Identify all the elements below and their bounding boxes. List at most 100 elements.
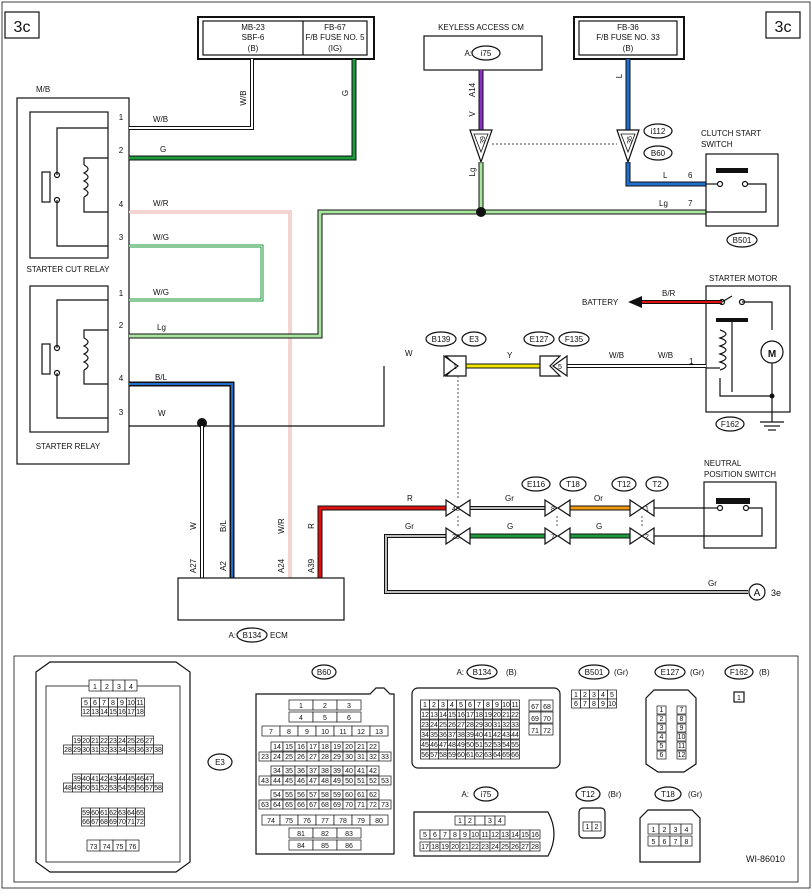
pin-number: 83 [345,831,353,838]
wire-g-bottom: G [470,522,545,539]
svg-text:Gr: Gr [405,522,414,531]
pin-number: 18 [431,844,439,851]
pin-number: 54 [118,785,126,792]
pin-number: 4 [498,818,502,825]
pin-number: 35 [285,768,293,775]
pin-number: 24 [430,722,438,729]
pin-number: 37 [309,768,317,775]
pin-number: 10 [502,702,510,709]
pin-number: 11 [511,702,518,709]
pin-number: 68 [321,802,329,809]
pin-number: 8 [685,839,689,846]
e127-pin [656,723,667,733]
pin-number: 41 [91,776,99,783]
svg-text:Lg: Lg [157,323,166,332]
connector-48-28: 48 28 [445,498,471,546]
pin-number: 20 [493,712,501,719]
pin-number: 84 [297,843,305,850]
e3-pin [153,744,163,755]
pin-number: 77 [321,818,329,825]
e127-pin [656,750,667,760]
pin-number: 4 [601,692,605,699]
svg-text:B139: B139 [432,335,451,344]
pin-number: 6 [468,702,472,709]
e3-pin [135,706,145,717]
svg-text:W/B: W/B [239,90,248,105]
svg-text:1: 1 [737,695,741,702]
pin-number: 67 [309,802,317,809]
b60-pin [378,751,392,762]
pin-number: 20 [451,844,459,851]
pin-number: 63 [261,802,269,809]
pin-number: 70 [345,802,353,809]
pin-number: 1 [93,684,97,691]
pin-number: 17 [421,844,429,851]
wire-r: R [317,494,446,578]
pin-number: 19 [441,844,449,851]
pin-number: 25 [439,722,447,729]
pin-number: 1 [652,827,656,834]
pin-number: 27 [145,738,153,745]
pin-number: 4 [450,702,454,709]
pin-number: 44 [273,778,281,785]
pin-number: 6 [93,700,97,707]
pin-number: 64 [273,802,281,809]
pin-number: 68 [100,819,108,826]
pin-number: 11 [339,729,346,736]
pin-number: 76 [303,818,311,825]
pin-number: 7 [674,839,678,846]
svg-text:T2: T2 [652,480,662,489]
wire-gr: Gr Gr A 3e [384,522,781,601]
wire-lg-keyless: Lg [468,162,486,217]
pin-number: 37 [145,747,153,754]
pin-number: 57 [430,752,438,759]
b134-pin [540,699,554,712]
pin-number: 21 [461,844,469,851]
connector-39: 39 [469,129,493,164]
e3-pin [125,839,140,852]
wire-y: Y [466,351,540,369]
pin-number: 47 [439,742,447,749]
pin-number: 48 [321,778,329,785]
svg-text:SBF-6: SBF-6 [242,33,265,42]
svg-text:B501: B501 [585,668,604,677]
pin-number: 51 [475,742,483,749]
pin-number: 1 [423,702,427,709]
svg-text:(IG): (IG) [328,44,342,53]
pin-number: 18 [321,744,329,751]
svg-text:W/G: W/G [153,288,169,297]
pin-number: 60 [457,752,465,759]
svg-text:(Br): (Br) [608,790,622,799]
pin-number: 14 [273,744,281,751]
svg-text:A:: A: [228,631,236,640]
svg-text:36: 36 [627,136,634,144]
starter-relay: STARTER RELAY [29,285,109,451]
pin-number: 72 [369,802,377,809]
pin-number: 59 [333,792,341,799]
pin-number: 9 [680,725,684,732]
svg-text:A:: A: [456,668,464,677]
pin-number: 67 [91,819,99,826]
svg-text:W/B: W/B [153,115,168,124]
pin-number: 36 [439,732,447,739]
pin-number: 40 [475,732,483,739]
pin-number: 35 [430,732,438,739]
pin-number: 69 [109,819,117,826]
svg-text:3: 3 [119,408,124,417]
pin-number: 61 [100,810,108,817]
connector-8-7: 8 7 E116 T18 [521,476,587,546]
svg-text:A39: A39 [307,558,316,573]
pin-number: 49 [333,778,341,785]
connector-b139-e3: 1 B139 E3 [425,331,487,378]
svg-text:(Gr): (Gr) [614,668,629,677]
wire-l: L L 6 Lg 7 [615,59,706,208]
pin-number: 21 [91,738,99,745]
pin-number: 74 [267,818,275,825]
pin-number: 45 [285,778,293,785]
svg-text:STARTER RELAY: STARTER RELAY [36,442,101,451]
pin-number: 22 [471,844,479,851]
svg-text:7: 7 [551,534,555,541]
pin-number: 6 [660,752,664,759]
